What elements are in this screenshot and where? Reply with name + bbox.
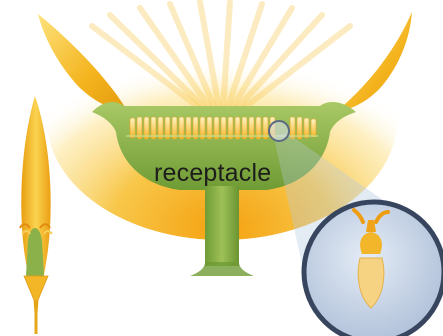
separated-ray-floret <box>20 96 52 334</box>
magnifier-lens <box>304 202 443 336</box>
receptacle-label: receptacle <box>154 160 271 186</box>
selected-floret-marker <box>269 121 289 141</box>
